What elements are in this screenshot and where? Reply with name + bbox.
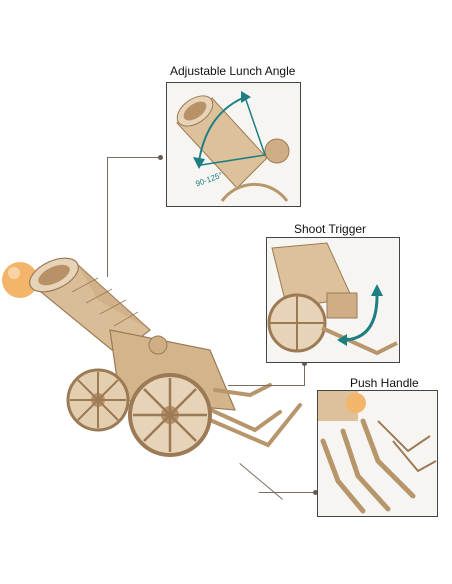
cannon-handle: [198, 383, 302, 448]
connector-trigger-vertical: [304, 363, 305, 386]
connector-angle-horizontal: [107, 157, 162, 158]
handle-closeup-image: [318, 391, 437, 514]
connector-angle-dot: [158, 155, 163, 160]
connector-trigger-horizontal: [228, 385, 305, 386]
callout-handle-label: Push Handle: [350, 376, 419, 390]
callout-trigger-panel: [266, 237, 400, 363]
callout-handle-panel: [317, 390, 438, 517]
connector-handle-horizontal: [259, 492, 316, 493]
cannon-wheel-front: [128, 373, 212, 457]
trigger-closeup-image: [267, 242, 398, 356]
angle-arrow-icon: [198, 96, 246, 162]
rotate-arrow-icon: [344, 295, 379, 342]
connector-trigger-dot: [302, 361, 307, 366]
barrel-closeup-image: [176, 91, 290, 202]
connector-angle-vertical: [107, 157, 108, 277]
callout-angle-label: Adjustable Lunch Angle: [170, 64, 296, 78]
connector-handle-dot: [313, 490, 318, 495]
callout-trigger-label: Shoot Trigger: [294, 222, 367, 236]
cannon-wheel-back: [66, 368, 130, 432]
callout-angle-panel: 90-125°: [166, 82, 301, 207]
